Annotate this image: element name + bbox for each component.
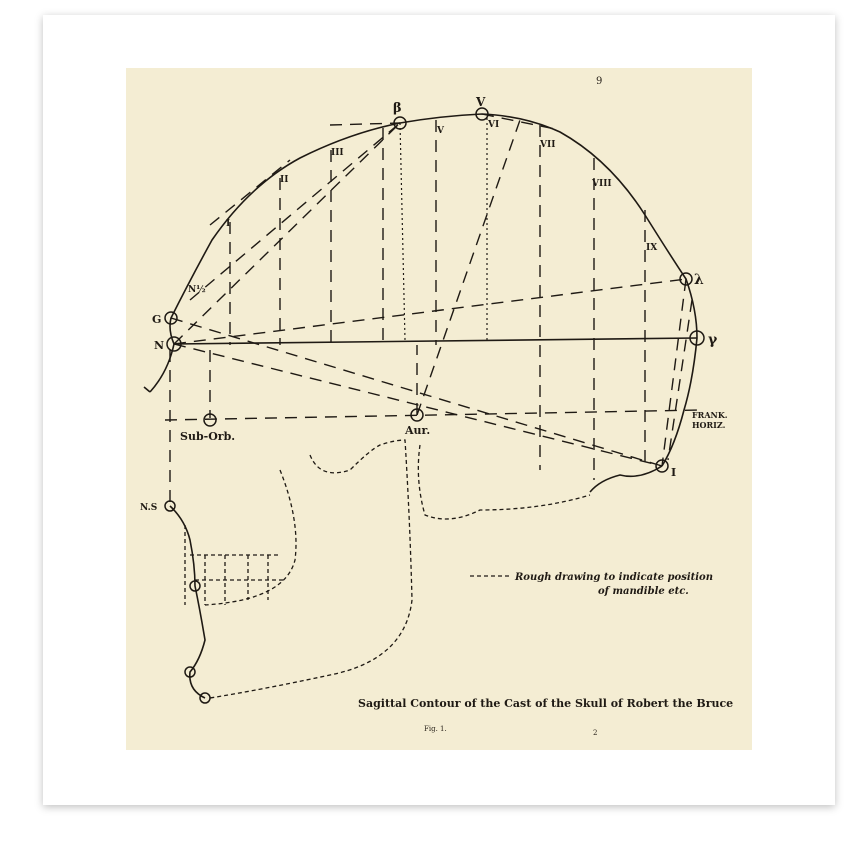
mandible-rough-drawing (184, 439, 591, 699)
label-lambda: λ (694, 272, 704, 288)
vertex-point (475, 107, 489, 121)
legend-line-2: of mandible etc. (598, 586, 689, 597)
sub-orb-point (203, 413, 217, 427)
section-label: IX (646, 243, 657, 253)
menton-point (199, 692, 211, 704)
section-label: III (331, 148, 344, 158)
aur-point (410, 408, 424, 422)
page-curl (790, 15, 835, 62)
face-profile (169, 505, 206, 699)
label-inion: I (671, 466, 676, 479)
section-label: VII (539, 140, 555, 150)
page-number-top: 9 (596, 76, 602, 87)
skull-outline (149, 113, 698, 467)
label-nasal-spine: N.S (140, 503, 157, 513)
legend-line-1: Rough drawing to indicate position (514, 572, 713, 583)
label-horiz: HORIZ. (692, 420, 726, 430)
label-nasion: N (154, 339, 164, 352)
label-n-half: N½ (188, 284, 206, 295)
label-beta: β (393, 101, 402, 116)
label-frank: FRANK. (692, 410, 728, 420)
plate (126, 68, 752, 750)
section-label: VI (487, 120, 499, 130)
section-label: VIII (591, 179, 612, 189)
lambda-point (679, 272, 693, 286)
caption: Sagittal Contour of the Cast of the Skul… (358, 697, 733, 710)
glabella-point (164, 311, 178, 325)
nasal-spine-point (164, 500, 176, 512)
construction-lines (164, 113, 701, 505)
section-label: I (226, 219, 230, 229)
label-sub-orb: Sub-Orb. (180, 430, 235, 443)
gamma-point (689, 330, 705, 346)
alveolar-point (189, 580, 201, 592)
beta-point (393, 116, 407, 130)
section-label: II (280, 175, 288, 185)
dotted-lines (399, 118, 488, 341)
label-aur: Aur. (404, 424, 430, 437)
page-number-bottom: 2 (593, 729, 597, 737)
section-label: V (436, 126, 445, 136)
figure-label: Fig. 1. (424, 725, 447, 733)
inion-point (655, 459, 669, 473)
chin-point (184, 666, 196, 678)
landmark-circles (164, 107, 705, 704)
nasion-point (166, 336, 182, 352)
label-glabella: G (152, 313, 161, 326)
occiput-base (589, 465, 663, 493)
label-vertex: V (475, 95, 486, 109)
label-gamma: γ (708, 332, 718, 348)
